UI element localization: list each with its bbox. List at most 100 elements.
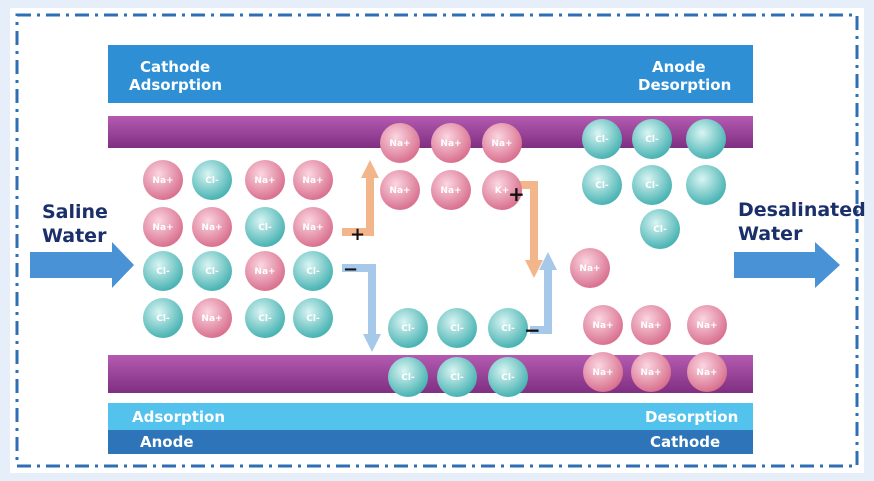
chloride-ion [192,160,232,200]
chloride-ion [632,165,672,205]
sodium-ion [431,123,471,163]
outlet-label-line2: Water [738,223,803,245]
sodium-ion [431,170,471,210]
inlet-label-line2: Water [42,225,107,247]
ion-label: Na+ [201,223,222,233]
sodium-ion [293,160,333,200]
ion-label: Cl- [653,225,667,235]
top-right-label: Anode Desorption [638,58,731,94]
outlet-arrow [734,242,840,288]
ion-label: Cl- [450,373,464,383]
chloride-ion [192,251,232,291]
ion-label: Na+ [592,321,613,331]
plus-sign-right: + [508,182,525,206]
ion-label: Na+ [640,321,661,331]
ion-label: Cl- [501,324,515,334]
sodium-ion [192,207,232,247]
ion-label: Na+ [152,176,173,186]
inlet-label-line1: Saline [42,201,108,223]
ion-label: Na+ [201,314,222,324]
ion-label: Na+ [592,368,613,378]
outlet-label: Desalinated Water [738,198,866,246]
anion-path-arrow-left-head [363,334,381,352]
sodium-ion [380,123,420,163]
ion-label: Na+ [440,186,461,196]
top-left-label: Cathode Adsorption [129,58,222,94]
chloride-ion [488,357,528,397]
chloride-ion [686,119,726,159]
inlet-arrow [30,242,134,288]
ion-label: Cl- [258,223,272,233]
sodium-ion [143,160,183,200]
top-electrode [108,45,753,103]
ion-label: Cl- [156,314,170,324]
ion-label: Cl- [258,314,272,324]
ion-label: Na+ [254,176,275,186]
chloride-ion [388,357,428,397]
ion-label: Na+ [696,321,717,331]
ion-label: Cl- [205,267,219,277]
cation-path-arrow-left-head [361,160,379,178]
ion-label: Cl- [401,373,415,383]
sodium-ion [293,207,333,247]
sodium-ion [570,248,610,288]
ion-label: Cl- [450,324,464,334]
sodium-ion [245,251,285,291]
minus-sign-right: − [524,318,541,342]
bottom-upper-left-label: Adsorption [132,408,226,426]
ion-group: Na+ Cl- Na+ Na+ Na+ Na+ Cl- Na+ Cl- Cl- Na+ Cl- Cl- N… [143,119,727,397]
top-right-label-line2: Desorption [638,76,732,94]
ion-label: Na+ [254,267,275,277]
ion-label: Cl- [595,181,609,191]
chloride-ion [245,298,285,338]
ion-label: Cl- [401,324,415,334]
bottom-electrode-upper [108,403,753,430]
ion-label: Cl- [306,314,320,324]
chloride-ion [582,119,622,159]
sodium-ion [631,352,671,392]
bottom-upper-right-label: Desorption [645,408,739,426]
plus-sign-left: + [350,224,365,245]
outlet-label-line1: Desalinated [738,199,866,221]
chloride-ion [437,308,477,348]
sodium-ion [380,170,420,210]
ion-label: Cl- [501,373,515,383]
potassium-ion [482,170,522,210]
sodium-ion [631,305,671,345]
chloride-ion [437,357,477,397]
anion-path-arrow-right-head [539,252,557,270]
bottom-electrode-lower [108,430,753,454]
sodium-ion [245,160,285,200]
sodium-ion [143,207,183,247]
sodium-ion [687,305,727,345]
top-left-label-line1: Cathode [140,58,211,76]
chloride-ion [640,209,680,249]
ion-label: Cl- [645,181,659,191]
ion-label: Na+ [696,368,717,378]
ion-label: Na+ [440,139,461,149]
ion-label: Na+ [491,139,512,149]
sodium-ion [192,298,232,338]
ion-label: Na+ [389,139,410,149]
chloride-ion [632,119,672,159]
chloride-ion [686,165,726,205]
cation-path-arrow-left [342,175,374,236]
top-left-label-line2: Adsorption [129,76,223,94]
minus-sign-left: − [343,259,358,280]
ion-label: Na+ [389,186,410,196]
chloride-ion [245,207,285,247]
ion-label: Na+ [302,176,323,186]
chloride-ion [388,308,428,348]
chloride-ion [293,251,333,291]
anion-path-arrow-left [342,264,376,336]
ion-label: Na+ [579,264,600,274]
cation-path-arrow-right-head [525,260,543,278]
chloride-ion [293,298,333,338]
ion-label: Na+ [152,223,173,233]
bottom-lower-right-label: Cathode [650,433,721,451]
ion-label: Na+ [640,368,661,378]
sodium-ion [583,352,623,392]
chloride-ion [582,165,622,205]
ion-label: Na+ [302,223,323,233]
